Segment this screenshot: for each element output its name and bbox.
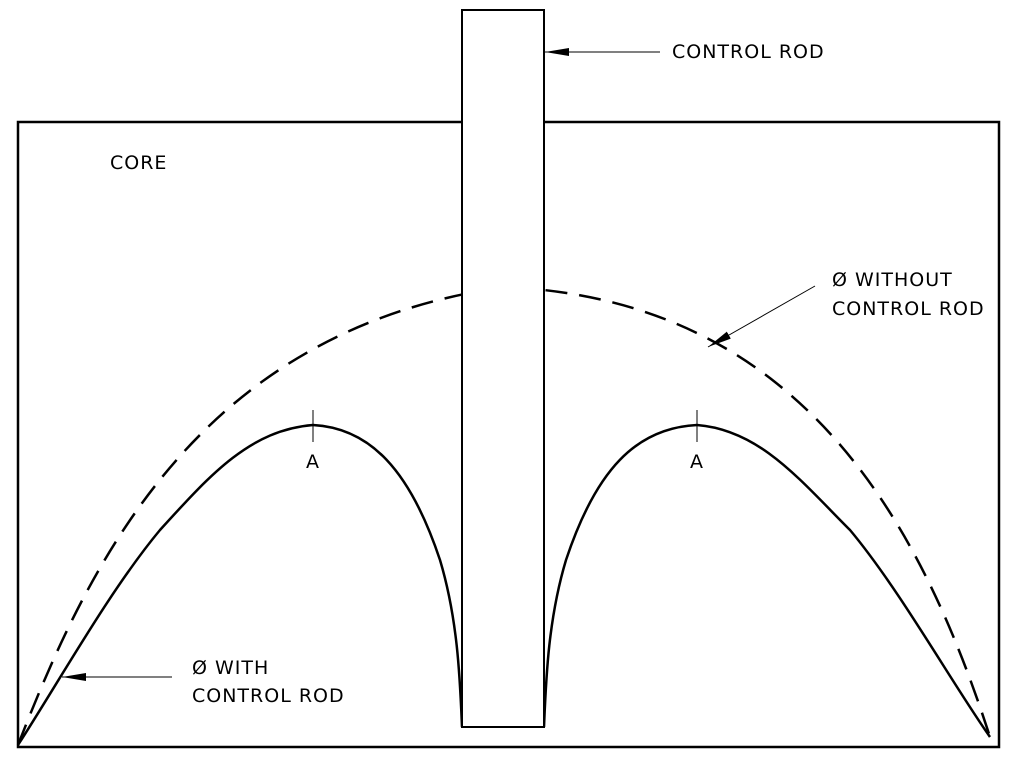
without-arrow	[707, 285, 816, 348]
control-rod	[461, 9, 545, 728]
with-label-line2: CONTROL ROD	[192, 685, 345, 707]
without-label-line1: Ø WITHOUT	[832, 269, 953, 291]
core-label: CORE	[110, 152, 167, 174]
flux-without-control-rod-curve	[16, 285, 992, 746]
peak-right-label: A	[690, 451, 704, 473]
control-rod-label: CONTROL ROD	[672, 41, 825, 63]
with-label-line1: Ø WITH	[192, 657, 269, 679]
flux-with-control-rod-left-curve	[16, 423, 464, 746]
without-label-line2: CONTROL ROD	[832, 298, 985, 320]
peak-left-label: A	[306, 451, 320, 473]
flux-with-control-rod-right-curve	[542, 423, 992, 738]
